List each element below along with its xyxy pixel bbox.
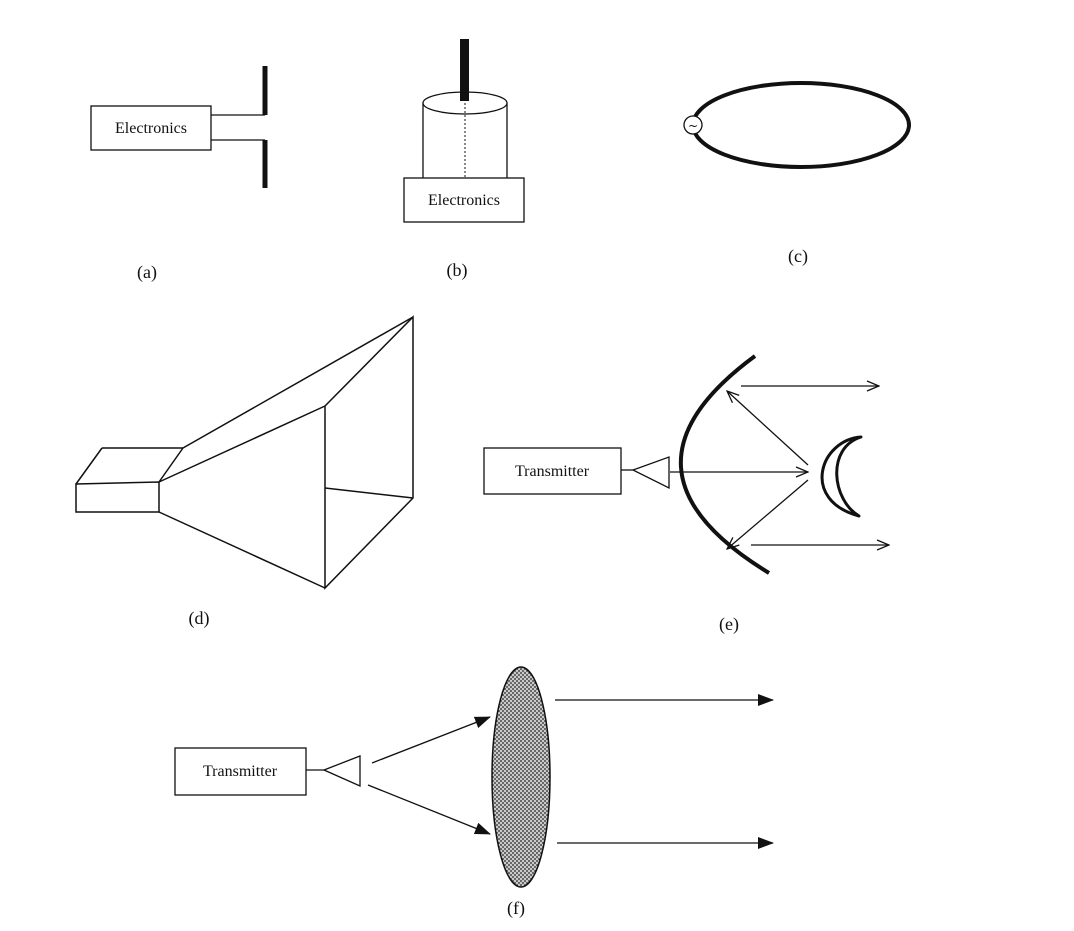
horn-edge-3	[158, 511, 326, 589]
panel-d-horn: (d)	[75, 315, 414, 629]
ray-reflect-up	[727, 391, 809, 466]
panel-b-monopole: Electronics (b)	[403, 39, 525, 281]
dielectric-lens	[491, 666, 551, 888]
caption-a: (a)	[137, 262, 157, 283]
source-symbol: ~	[688, 119, 698, 133]
caption-c: (c)	[788, 246, 808, 267]
transmitter-box	[174, 747, 307, 796]
horn-aperture	[324, 315, 414, 590]
transmitter-box	[483, 447, 622, 495]
caption-b: (b)	[447, 260, 468, 281]
caption-e: (e)	[719, 614, 739, 635]
ray-reflect-down	[727, 479, 809, 549]
loop-ellipse	[691, 81, 911, 169]
waveguide-top-right-edge	[158, 447, 184, 483]
waveguide-top-left-edge	[75, 447, 103, 485]
waveguide-front-face	[75, 481, 160, 513]
electronics-label: Electronics	[428, 192, 500, 209]
horn-edge-2	[158, 405, 326, 483]
ray-to-lens-lower	[367, 784, 491, 835]
monopole-rod	[460, 39, 469, 101]
subreflector	[820, 435, 863, 518]
horn-inner-edge	[324, 487, 414, 499]
parabolic-reflector	[678, 354, 771, 575]
feed-horn	[322, 755, 361, 788]
panel-f-lens: Transmitter (f)	[174, 666, 774, 919]
electronics-box	[403, 177, 525, 223]
horn-edge-1	[182, 316, 414, 449]
panel-c-loop: ~ (c)	[683, 81, 911, 267]
ray-to-lens-upper	[371, 716, 491, 764]
transmitter-label: Transmitter	[203, 763, 278, 780]
panel-a-dipole: Electronics (a)	[90, 66, 268, 283]
panel-e-reflector: Transmitter (e)	[483, 354, 889, 635]
electronics-label: Electronics	[115, 120, 187, 137]
transmitter-label: Transmitter	[515, 463, 590, 480]
caption-f: (f)	[507, 898, 525, 919]
feed-horn	[631, 456, 670, 490]
electronics-box	[90, 105, 212, 151]
caption-d: (d)	[189, 608, 210, 629]
source-circle	[683, 115, 703, 135]
